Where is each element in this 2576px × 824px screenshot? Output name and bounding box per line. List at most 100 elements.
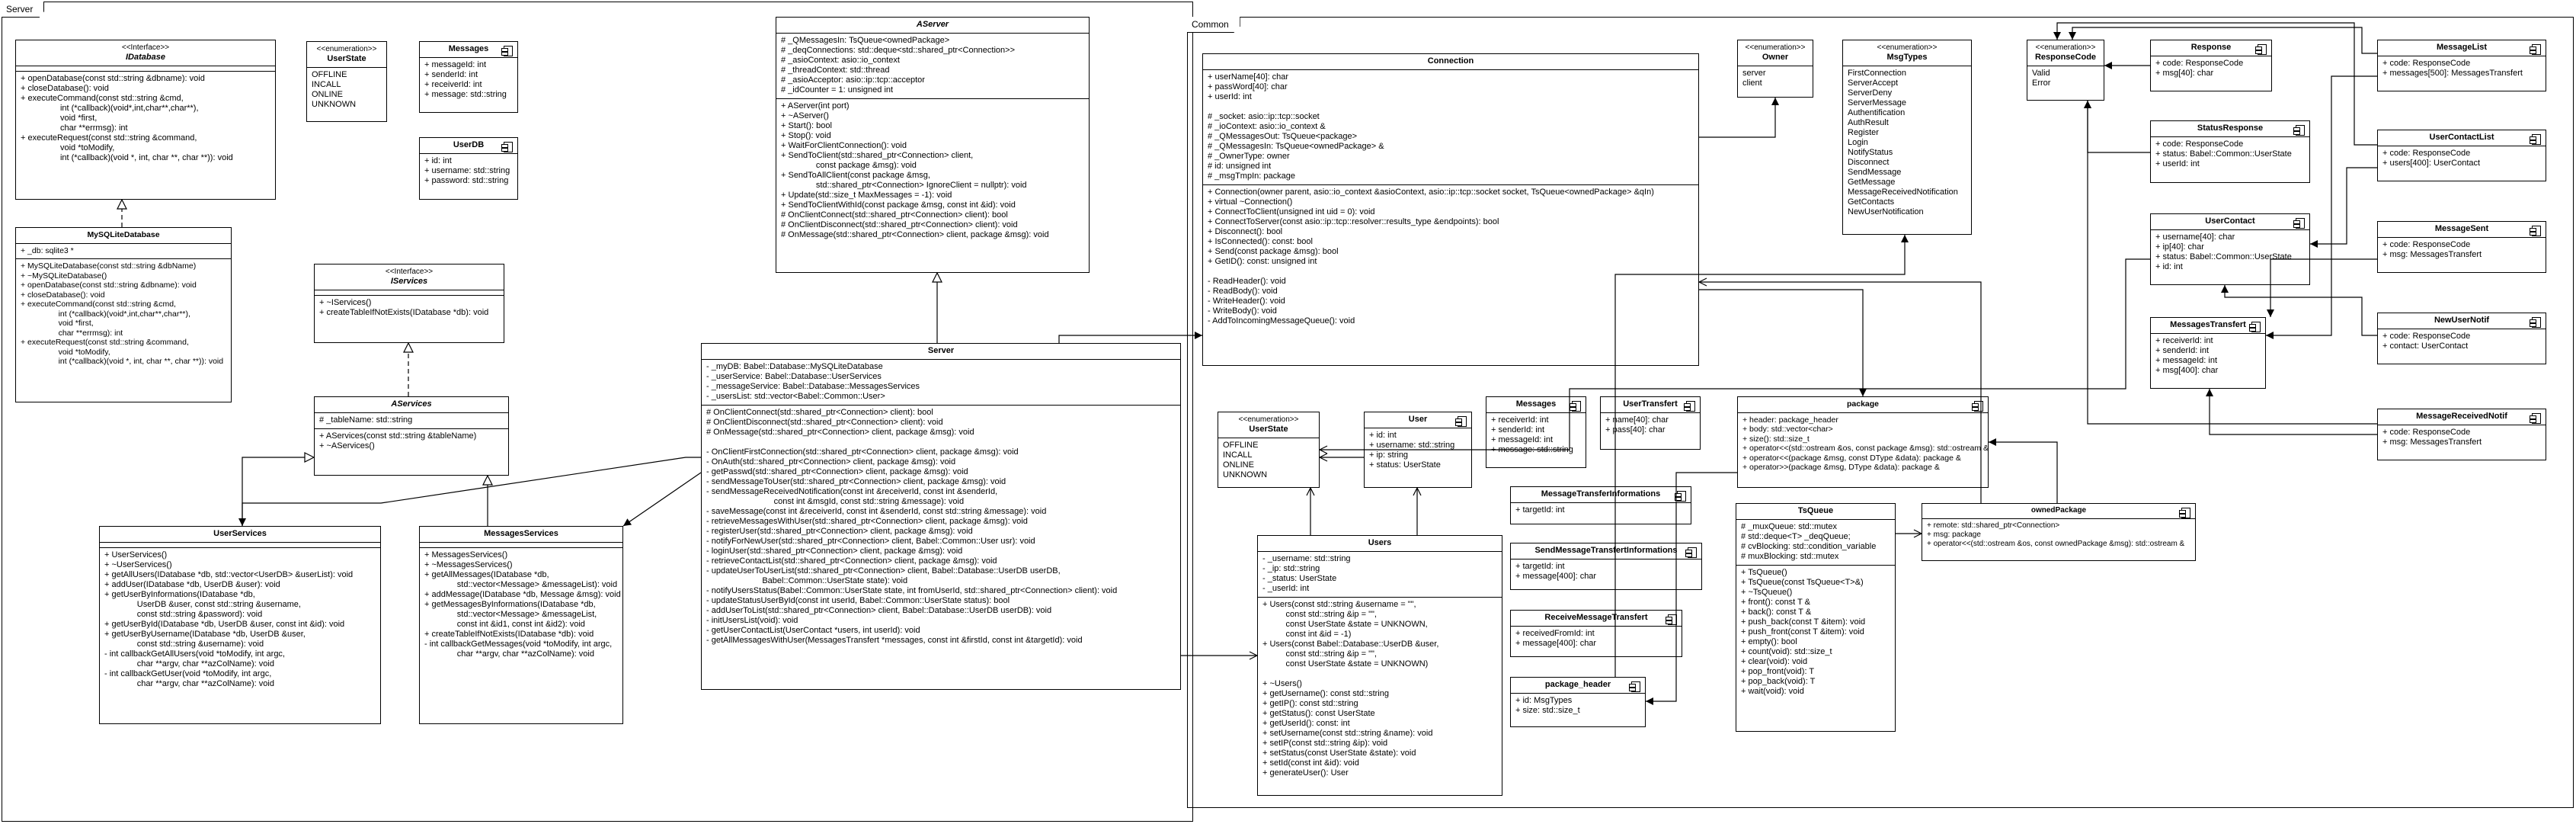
component-icon bbox=[2530, 134, 2541, 145]
class-name: MsgTypes bbox=[1886, 53, 1928, 62]
mysqlitedatabase-class[interactable]: MySQLiteDatabase+ _db: sqlite3 *+ MySQLi… bbox=[15, 227, 232, 402]
usertransfert-struct[interactable]: UserTransfert+ name[40]: char + pass[40]… bbox=[1600, 396, 1701, 450]
edge-usercontactlist-responsecode bbox=[2053, 22, 2377, 146]
class-name: ownedPackage bbox=[2030, 506, 2087, 515]
server-class[interactable]: Server- _myDB: Babel::Database::MySQLite… bbox=[701, 343, 1181, 690]
response-struct[interactable]: Response+ code: ResponseCode + msg[40]: … bbox=[2150, 40, 2272, 91]
class-operations: + UserServices() + ~UserServices() + get… bbox=[104, 550, 354, 688]
class-operations: + AServices(const std::string &tableName… bbox=[319, 431, 477, 450]
userservices-class[interactable]: UserServices + UserServices() + ~UserServ… bbox=[99, 526, 381, 724]
class-name: Users bbox=[1368, 538, 1392, 547]
server-frame-label: Server bbox=[2, 2, 45, 18]
package-struct[interactable]: package+ header: package_header + body: … bbox=[1737, 396, 1989, 488]
class-header: UserContact bbox=[2151, 214, 2309, 230]
class-attributes: + code: ResponseCode + msg[40]: char bbox=[2155, 59, 2244, 78]
component-icon bbox=[2255, 44, 2267, 55]
class-header: AServer bbox=[776, 18, 1089, 34]
class-attributes: + username[40]: char + ip[40]: char + st… bbox=[2155, 232, 2292, 271]
class-header: MySQLiteDatabase bbox=[16, 228, 231, 244]
users-class[interactable]: Users- _username: std::string - _ip: std… bbox=[1257, 535, 1502, 796]
class-attributes: + code: ResponseCode + messages[500]: Me… bbox=[2382, 59, 2523, 78]
class-header: UserTransfert bbox=[1601, 397, 1700, 413]
class-name: package bbox=[1846, 399, 1880, 409]
ownedpackage-struct[interactable]: ownedPackage+ remote: std::shared_ptr<Co… bbox=[1922, 503, 2196, 561]
edge-server-userservices bbox=[238, 457, 701, 526]
component-icon bbox=[1972, 401, 1983, 412]
server-messages-struct[interactable]: Messages+ messageId: int + senderId: int… bbox=[419, 41, 518, 113]
messagereceivednotif-struct[interactable]: MessageReceivedNotif + code: ResponseCode… bbox=[2377, 409, 2546, 460]
class-header: <<enumeration>>UserState bbox=[307, 42, 386, 68]
messagetransferinformations-struct[interactable]: MessageTransferInformations+ targetId: i… bbox=[1510, 486, 1691, 524]
userdb-struct[interactable]: UserDB+ id: int + username: std::string … bbox=[419, 137, 518, 200]
class-name: ResponseCode bbox=[2034, 53, 2097, 62]
edge-usercontactlist-usercontact bbox=[2310, 167, 2377, 248]
class-operations: + ~IServices() + createTableIfNotExists(… bbox=[319, 298, 489, 317]
class-attributes: - _myDB: Babel::Database::MySQLiteDataba… bbox=[702, 360, 1180, 406]
class-attributes: + code: ResponseCode + msg: MessagesTran… bbox=[2382, 428, 2482, 447]
class-name: MessageReceivedNotif bbox=[2416, 412, 2507, 421]
messagelist-struct[interactable]: MessageList + code: ResponseCode + messag… bbox=[2377, 40, 2546, 91]
edge-ownedpackage-connection bbox=[1699, 282, 1982, 503]
class-name: AServices bbox=[391, 399, 432, 409]
edge-header-msgtypes bbox=[1614, 235, 1909, 677]
class-name: UserServices bbox=[213, 529, 267, 538]
class-name: User bbox=[1408, 415, 1428, 424]
class-header: MessageList bbox=[2378, 40, 2546, 56]
edge-msgreceived-msgtransfert bbox=[2206, 389, 2377, 435]
component-icon bbox=[2530, 226, 2541, 236]
package-header-struct[interactable]: package_header+ id: MsgTypes + size: std… bbox=[1510, 677, 1646, 727]
aserver-class[interactable]: AServer# _QMessagesIn: TsQueue<ownedPack… bbox=[776, 17, 1090, 273]
class-name: UserState bbox=[1249, 425, 1288, 434]
class-header: UserContactList bbox=[2378, 130, 2546, 146]
connection-class[interactable]: Connection+ userName[40]: char + passWor… bbox=[1202, 53, 1699, 366]
class-name: MessageSent bbox=[2434, 224, 2489, 233]
class-header: <<enumeration>>UserState bbox=[1218, 412, 1319, 438]
iservices-class[interactable]: <<Interface>>IServices+ ~IServices() + c… bbox=[314, 264, 504, 343]
component-icon bbox=[1629, 681, 1640, 692]
class-name: MessagesTransfert bbox=[2170, 320, 2246, 329]
edge-userservices-aservices bbox=[242, 457, 314, 526]
class-attributes: + remote: std::shared_ptr<Connection> + … bbox=[1927, 521, 2185, 548]
edge-messagelist-responsecode bbox=[2069, 27, 2377, 54]
class-name: MySQLiteDatabase bbox=[87, 230, 160, 239]
tsqueue-class[interactable]: TsQueue# _muxQueue: std::mutex # std::de… bbox=[1736, 503, 1896, 732]
class-name: IDatabase bbox=[126, 53, 165, 62]
idatabase-class[interactable]: <<Interface>>IDatabase + openDatabase(con… bbox=[15, 40, 276, 200]
class-header: MessagesTransfert bbox=[2151, 318, 2265, 334]
class-stereotype: <<enumeration>> bbox=[1238, 415, 1299, 424]
class-header: <<enumeration>>Owner bbox=[1738, 40, 1813, 66]
class-attributes: OFFLINE INCALL ONLINE UNKNOWN bbox=[312, 70, 357, 109]
receivemessagetransfert-struct[interactable]: ReceiveMessageTransfert+ receivedFromId:… bbox=[1510, 610, 1682, 657]
newusernotif-struct[interactable]: NewUserNotif+ code: ResponseCode + conta… bbox=[2377, 313, 2546, 364]
edge-connection-owner bbox=[1699, 98, 1779, 138]
sendmessagetransfertinformations-struct[interactable]: SendMessageTransfertInformations+ target… bbox=[1510, 543, 1702, 590]
class-name: SendMessageTransfertInformations bbox=[1534, 546, 1678, 555]
class-attributes bbox=[315, 290, 504, 296]
messagesent-struct[interactable]: MessageSent+ code: ResponseCode + msg: M… bbox=[2377, 221, 2546, 273]
class-operations: + openDatabase(const std::string &dbname… bbox=[21, 74, 233, 162]
class-name: Messages bbox=[448, 44, 489, 53]
class-header: UserServices bbox=[100, 527, 380, 543]
usercontactlist-struct[interactable]: UserContactList+ code: ResponseCode + us… bbox=[2377, 130, 2546, 181]
server-frame: Server bbox=[2, 2, 1193, 822]
usercontact-struct[interactable]: UserContact + username[40]: char + ip[40]… bbox=[2150, 213, 2310, 285]
class-name: NewUserNotif bbox=[2434, 316, 2490, 325]
class-header: MessageReceivedNotif bbox=[2378, 409, 2546, 425]
class-stereotype: <<Interface>> bbox=[121, 43, 170, 52]
class-attributes: # _muxQueue: std::mutex # std::deque<T> … bbox=[1736, 520, 1895, 566]
aservices-class[interactable]: AServices# _tableName: std::string+ ASer… bbox=[314, 396, 509, 476]
component-icon bbox=[1685, 547, 1697, 558]
messagesservices-class[interactable]: MessagesServices+ MessagesServices() + ~… bbox=[419, 526, 623, 724]
class-operations: + TsQueue() + TsQueue(const TsQueue<T>&)… bbox=[1741, 568, 1866, 696]
component-icon bbox=[2530, 44, 2541, 55]
statusresponse-struct[interactable]: StatusResponse+ code: ResponseCode + sta… bbox=[2150, 120, 2310, 183]
component-icon bbox=[2293, 218, 2305, 229]
messagestransfert-struct[interactable]: MessagesTransfert+ receiverId: int + sen… bbox=[2150, 317, 2266, 389]
component-icon bbox=[1455, 416, 1467, 427]
class-name: UserTransfert bbox=[1623, 399, 1678, 409]
